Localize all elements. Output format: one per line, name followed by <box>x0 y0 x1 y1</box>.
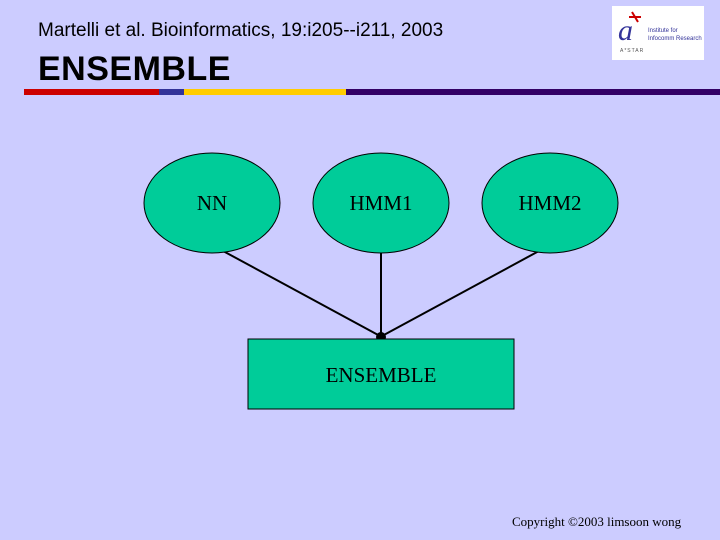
rule-segment-yellow <box>184 89 346 95</box>
logo-line1: Institute for <box>648 28 678 34</box>
node-hmm1-label: HMM1 <box>349 191 412 215</box>
rule-segment-red <box>24 89 159 95</box>
node-ensemble-label: ENSEMBLE <box>326 363 437 387</box>
svg-text:a: a <box>618 14 633 47</box>
institute-logo: a Institute for Infocomm Research A*STAR <box>612 6 704 60</box>
copyright-text: Copyright ©2003 limsoon wong <box>512 514 682 529</box>
slide-title: ENSEMBLE <box>38 50 231 88</box>
citation-text: Martelli et al. Bioinformatics, 19:i205-… <box>38 20 444 41</box>
connector-hmm2 <box>381 244 551 337</box>
rule-segment-purple <box>346 89 720 95</box>
logo-line2: Infocomm Research <box>648 36 702 42</box>
rule-segment-blue <box>159 89 184 95</box>
connector-nn <box>211 244 381 337</box>
logo-mark-icon: a <box>618 11 641 47</box>
logo-tagline: A*STAR <box>620 48 645 54</box>
node-hmm2 <box>481 152 619 254</box>
node-ensemble <box>247 338 515 410</box>
node-hmm1 <box>312 152 450 254</box>
title-rule <box>24 89 720 95</box>
node-nn <box>143 152 281 254</box>
node-hmm2-label: HMM2 <box>518 191 581 215</box>
node-nn-label: NN <box>197 191 227 215</box>
